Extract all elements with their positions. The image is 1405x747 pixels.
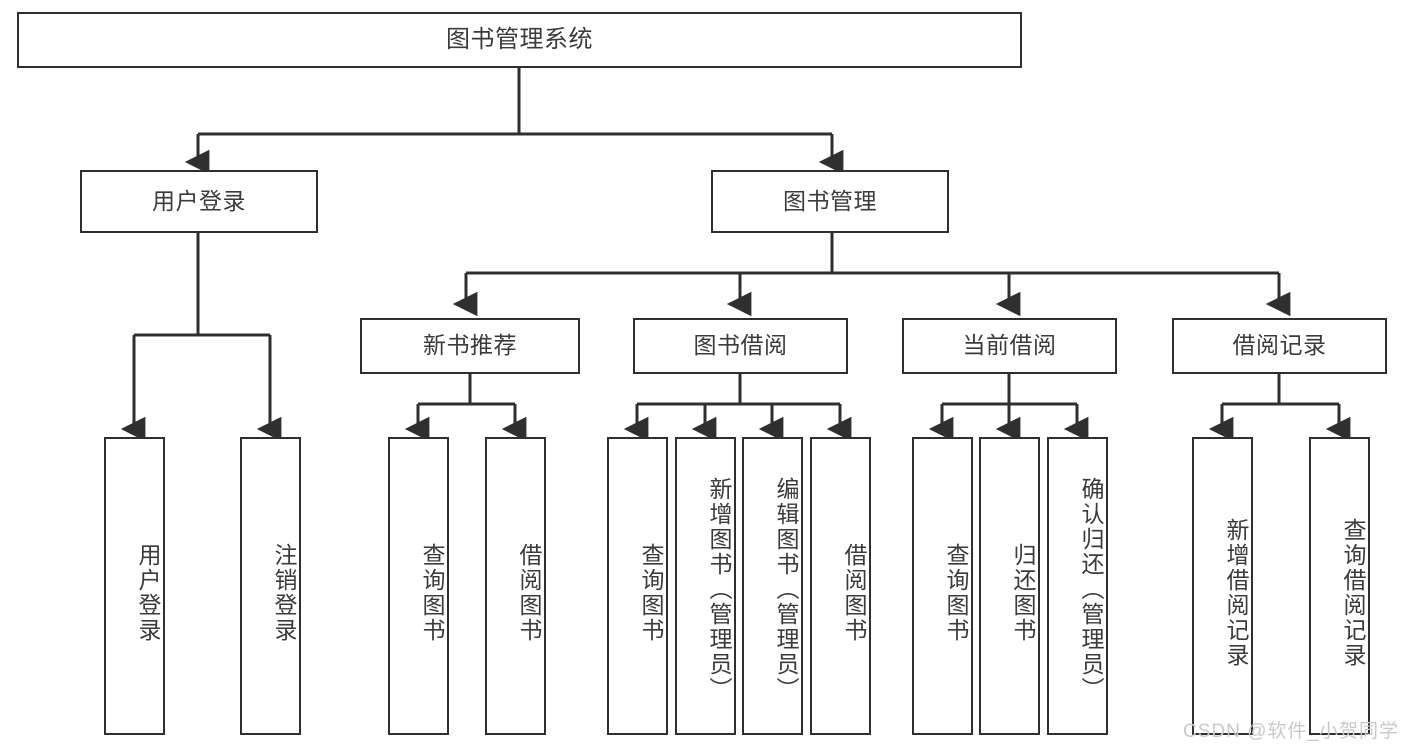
node-book-management[interactable]: 图书管理 (711, 170, 949, 233)
node-leaf-query-borrow-record[interactable]: 查询借阅记录 (1309, 437, 1370, 735)
node-book-borrow[interactable]: 图书借阅 (633, 318, 848, 374)
node-leaf-borrow-book-recommend[interactable]: 借阅图书 (485, 437, 546, 735)
node-leaf-query-book-current[interactable]: 查询图书 (912, 437, 973, 735)
node-leaf-add-book[interactable]: 新增图书（管理员） (675, 437, 736, 735)
node-current-borrow[interactable]: 当前借阅 (902, 318, 1117, 374)
node-leaf-edit-book[interactable]: 编辑图书（管理员） (742, 437, 803, 735)
node-leaf-borrow-book[interactable]: 借阅图书 (810, 437, 871, 735)
node-borrow-record[interactable]: 借阅记录 (1172, 318, 1387, 374)
node-user-login[interactable]: 用户登录 (80, 170, 318, 233)
node-leaf-query-book-borrow[interactable]: 查询图书 (607, 437, 668, 735)
node-leaf-confirm-return[interactable]: 确认归还（管理员） (1047, 437, 1108, 735)
node-leaf-query-book-recommend[interactable]: 查询图书 (388, 437, 449, 735)
watermark-credit: CSDN @软件_小贺同学 (1183, 721, 1399, 742)
node-root-system[interactable]: 图书管理系统 (17, 12, 1022, 68)
node-leaf-add-borrow-record[interactable]: 新增借阅记录 (1192, 437, 1253, 735)
node-new-book-recommend[interactable]: 新书推荐 (360, 318, 580, 374)
node-leaf-logout-login[interactable]: 注销登录 (240, 437, 301, 735)
node-leaf-user-login[interactable]: 用户登录 (104, 437, 165, 735)
node-leaf-return-book[interactable]: 归还图书 (979, 437, 1040, 735)
